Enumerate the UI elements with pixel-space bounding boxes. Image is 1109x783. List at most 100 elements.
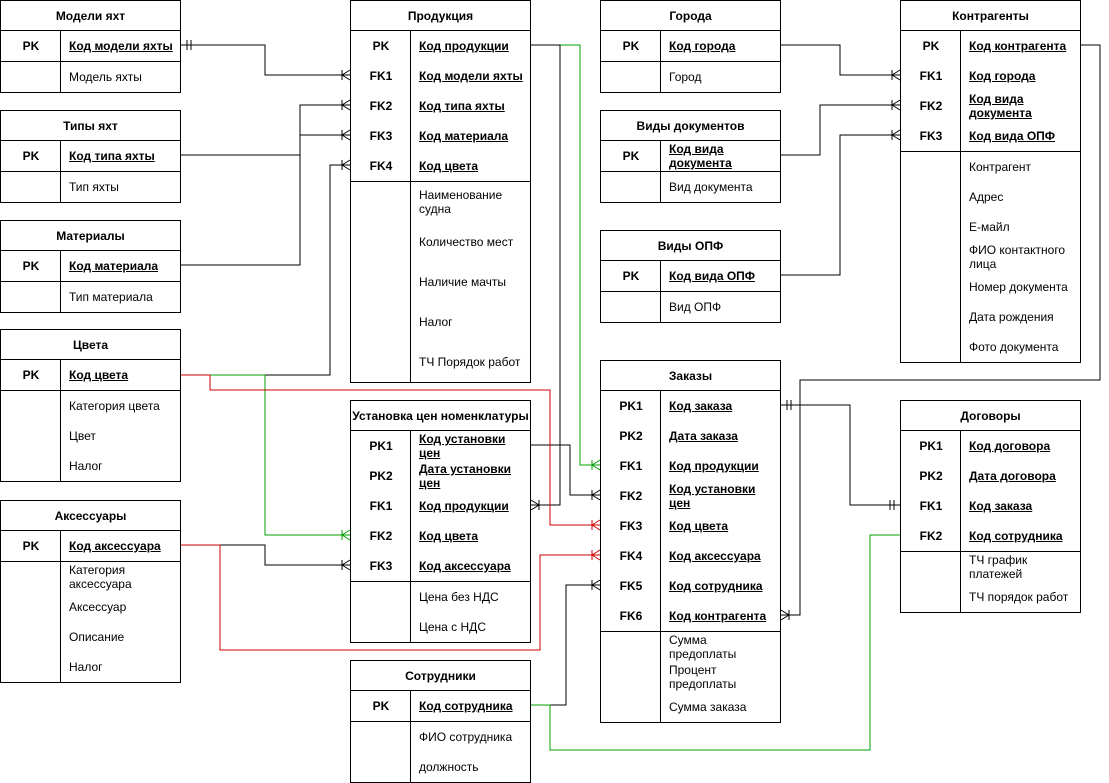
attribute-row[interactable]: Категория аксессуара [1, 562, 180, 592]
attribute-row[interactable]: Категория цвета [1, 391, 180, 421]
attribute-row[interactable]: ТЧ Порядок работ [351, 342, 530, 382]
attribute-row[interactable]: Налог [1, 451, 180, 481]
relationship-line [781, 44, 900, 76]
attribute-row[interactable]: Процент предоплаты [601, 662, 780, 692]
attribute-row[interactable]: Тип материала [1, 282, 180, 312]
attribute-row[interactable]: Цена без НДС [351, 582, 530, 612]
attribute-field: Вид ОПФ [669, 300, 722, 314]
attribute-row[interactable]: Сумма заказа [601, 692, 780, 722]
attribute-field: Контрагент [969, 160, 1032, 174]
attribute-row[interactable]: Налог [1, 652, 180, 682]
attribute-row[interactable]: Наличие мачты [351, 262, 530, 302]
key-type: PK [922, 39, 940, 53]
attribute-row[interactable]: Цена с НДС [351, 612, 530, 642]
attribute-row[interactable]: Вид документа [601, 172, 780, 202]
attribute-row[interactable]: Адрес [901, 182, 1080, 212]
attribute-field: Тип материала [69, 290, 153, 304]
key-type: PK [22, 539, 40, 553]
attribute-row[interactable]: Тип яхты [1, 172, 180, 202]
attribute-row[interactable]: ТЧ порядок работ [901, 582, 1080, 612]
entity-title: Установка цен номенклатуры [351, 401, 530, 431]
attribute-row[interactable]: Налог [351, 302, 530, 342]
attribute-row[interactable]: Город [601, 62, 780, 92]
key-field: Код материала [69, 259, 159, 273]
attribute-row[interactable]: должность [351, 752, 530, 782]
crowfoot-marker [341, 564, 351, 571]
key-type: FK4 [369, 159, 393, 173]
attribute-row[interactable]: Цвет [1, 421, 180, 451]
attribute-row[interactable]: Сумма предоплаты [601, 632, 780, 662]
attribute-field: Наличие мачты [419, 275, 507, 289]
attribute-row[interactable]: Номер документа [901, 272, 1080, 302]
attribute-row[interactable]: Фото документа [901, 332, 1080, 362]
relationship-line [781, 404, 900, 506]
attribute-row[interactable]: Е-майл [901, 212, 1080, 242]
attribute-row[interactable]: ТЧ график платежей [901, 552, 1080, 582]
attribute-row[interactable]: Вид ОПФ [601, 292, 780, 322]
key-type: FK2 [369, 99, 393, 113]
attribute-row[interactable]: Модель яхты [1, 62, 180, 92]
attribute-row[interactable]: ФИО контактного лица [901, 242, 1080, 272]
relationship-line [531, 534, 900, 751]
attribute-row[interactable]: Количество мест [351, 222, 530, 262]
attribute-row[interactable]: Описание [1, 622, 180, 652]
attribute-field: Количество мест [419, 235, 514, 249]
attribute-row[interactable]: Контрагент [901, 152, 1080, 182]
attribute-row[interactable]: ФИО сотрудника [351, 722, 530, 752]
attribute-row[interactable]: Наименование судна [351, 182, 530, 222]
attribute-field: ФИО сотрудника [419, 730, 513, 744]
attribute-row[interactable]: Дата рождения [901, 302, 1080, 332]
attribute-row[interactable]: Аксессуар [1, 592, 180, 622]
